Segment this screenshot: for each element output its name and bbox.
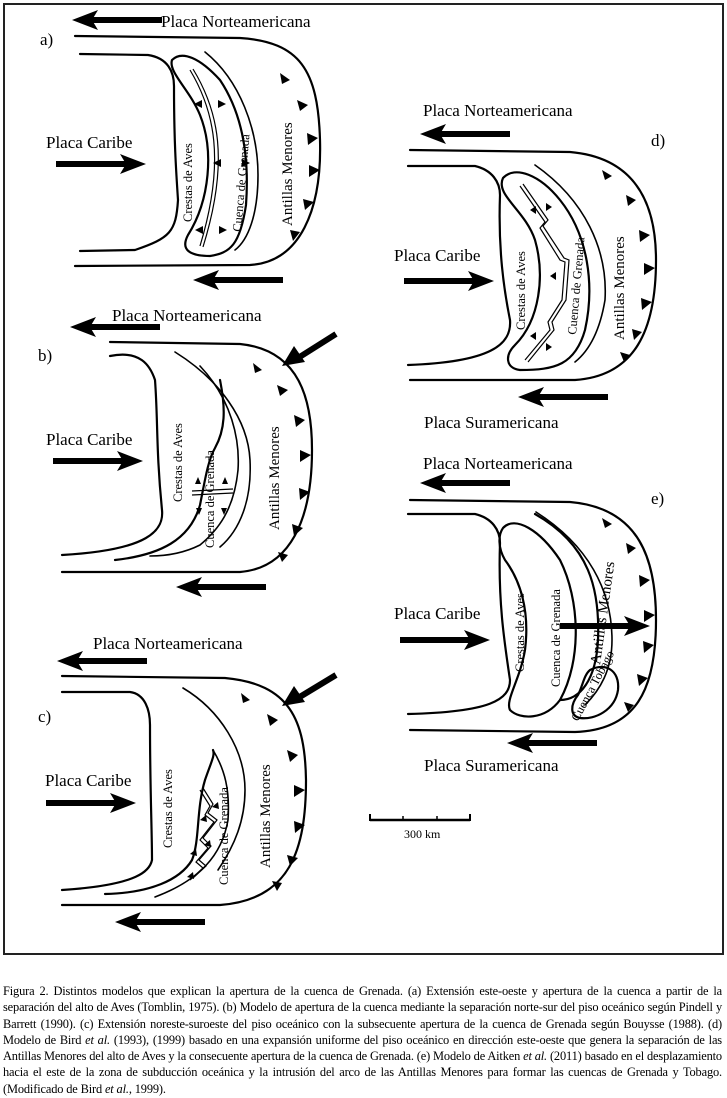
aves-ridge-outline: [170, 54, 248, 258]
plate-boundary: [60, 340, 314, 574]
panel-letter: b): [38, 346, 52, 365]
panel-letter: c): [38, 707, 51, 726]
plate-boundary: [60, 674, 308, 907]
caribbean-plate-margin: [60, 353, 164, 557]
subduction-teeth: [241, 693, 305, 891]
north-plate-label: Placa Norteamericana: [93, 634, 243, 653]
arrow-north-plate-west: [57, 651, 147, 671]
caribbean-plate-label: Placa Caribe: [394, 604, 480, 623]
north-plate-label: Placa Norteamericana: [423, 101, 573, 120]
aves-ridge-outline: [103, 748, 215, 896]
arrow-caribbean-plate-east: [404, 271, 494, 291]
arrow-northeast-convergence: [282, 331, 338, 366]
north-plate-label: Placa Norteamericana: [423, 454, 573, 473]
caption-et-al: et al.: [85, 1032, 110, 1047]
panel-c: Placa Norteamericana c) Placa: [38, 634, 338, 932]
spreading-arrows: [187, 802, 219, 879]
panel-b: Placa Norteamericana b) Placa Caribe: [38, 306, 338, 597]
aves-ridge-outline: [498, 522, 577, 718]
subduction-teeth: [602, 518, 655, 712]
panel-letter: e): [651, 489, 664, 508]
arrow-south-plate-west: [193, 270, 283, 290]
plate-boundary: [73, 34, 322, 268]
grenada-basin-label: Cuenca de Grenada: [217, 787, 231, 885]
caption-text: (1993), (1999) basado en una expansión u…: [3, 1032, 722, 1064]
caribbean-plate-label: Placa Caribe: [46, 133, 132, 152]
arrow-south-plate-west: [115, 912, 205, 932]
grenada-basin-label: Cuenca de Grenada: [549, 589, 563, 687]
aves-ridge-label: Crestas de Aves: [181, 143, 195, 222]
aves-ridge-label: Crestas de Aves: [514, 251, 528, 330]
plate-boundary: [408, 148, 658, 382]
subduction-teeth: [602, 170, 655, 362]
caribbean-plate-label: Placa Caribe: [45, 771, 131, 790]
grenada-basin-label: Cuenca de Grenada: [203, 450, 217, 548]
spreading-arrows: [194, 100, 250, 234]
grenada-basin-label: Cuenca de Grenada: [565, 236, 588, 335]
caption-et-al: et al.: [104, 1081, 129, 1096]
tectonic-models-diagram: Placa Norteamericana a) Plac: [38, 10, 665, 932]
panel-d: Placa Norteamericana d) Placa Caribe Cre…: [394, 101, 665, 432]
lesser-antilles-label: Antillas Menores: [258, 764, 274, 868]
spreading-arrows: [530, 203, 556, 351]
lesser-antilles-label: Antillas Menores: [280, 122, 296, 226]
caribbean-plate-label: Placa Caribe: [394, 246, 480, 265]
aves-ridge-outline: [500, 171, 591, 372]
aves-ridge-label: Crestas de Aves: [161, 769, 175, 848]
lesser-antilles-label: Antillas Menores: [612, 236, 628, 340]
aves-ridge-label: Crestas de Aves: [513, 593, 527, 672]
arrow-north-plate-west: [420, 124, 510, 144]
caption-text: Figura 2. Distintos modelos que explican…: [3, 984, 722, 1047]
plate-boundary: [408, 498, 658, 734]
aves-ridge-outline: [113, 378, 225, 562]
south-plate-label: Placa Suramericana: [424, 756, 559, 775]
panel-letter: d): [651, 131, 665, 150]
panel-letter: a): [40, 30, 53, 49]
arrow-caribbean-plate-east: [400, 630, 490, 650]
caption-text: (2011) basado en el desplazamiento hacia…: [3, 1049, 722, 1096]
figure-frame: [3, 3, 724, 955]
subduction-teeth: [280, 73, 320, 241]
caribbean-plate-margin: [406, 164, 512, 367]
caribbean-plate-margin: [60, 690, 154, 892]
panel-e: Placa Norteamericana e) Placa Caribe Cre…: [394, 454, 664, 775]
arrow-north-plate-west: [420, 473, 510, 493]
arrow-caribbean-plate-east: [53, 451, 143, 471]
north-plate-label: Placa Norteamericana: [161, 12, 311, 31]
arrow-south-plate-west: [176, 577, 266, 597]
caribbean-plate-margin: [78, 52, 180, 253]
arrow-northeast-convergence: [282, 672, 338, 706]
north-plate-label: Placa Norteamericana: [112, 306, 262, 325]
caribbean-plate-label: Placa Caribe: [46, 430, 132, 449]
aves-ridge-label: Crestas de Aves: [171, 423, 185, 502]
lesser-antilles-label: Antillas Menores: [267, 426, 283, 530]
subduction-teeth: [253, 363, 311, 562]
panel-a: Placa Norteamericana a) Plac: [40, 10, 322, 290]
caption-et-al: et al.: [523, 1049, 547, 1064]
spreading-arrows: [195, 477, 228, 515]
arrow-caribbean-plate-east: [56, 154, 146, 174]
caption-text: , 1999).: [128, 1081, 166, 1096]
south-plate-label: Placa Suramericana: [424, 413, 559, 432]
arrow-south-plate-west: [518, 387, 608, 407]
arrow-caribbean-plate-east: [46, 793, 136, 813]
arrow-south-plate-west: [507, 733, 597, 753]
grenada-basin-label: Cuenca de Grenada: [230, 133, 253, 232]
figure-caption: Figura 2. Distintos modelos que explican…: [3, 983, 722, 1097]
tobago-basin-outline: [571, 665, 620, 720]
scale-bar-label: 300 km: [404, 827, 441, 841]
caribbean-plate-margin: [406, 512, 512, 716]
arrow-north-plate-west: [72, 10, 162, 30]
scale-bar: 300 km: [369, 814, 471, 841]
